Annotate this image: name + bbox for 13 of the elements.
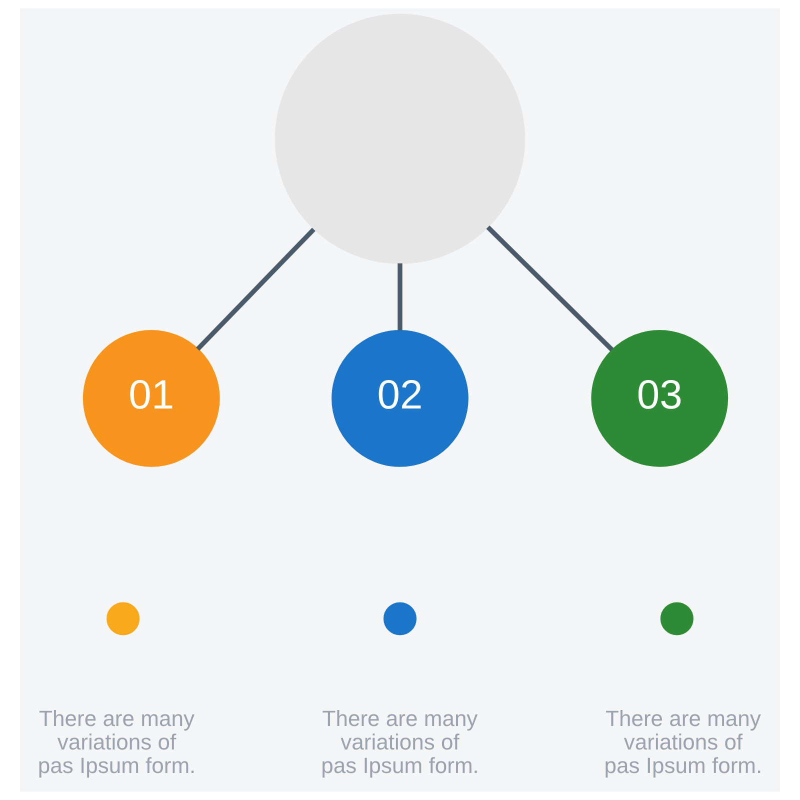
connector — [196, 228, 316, 351]
node-label: There are many variations of pas Ipsum form. — [604, 706, 762, 778]
node-circle — [383, 602, 417, 636]
node-circle — [274, 14, 526, 264]
node-circle: 03 — [591, 330, 728, 467]
connector — [398, 263, 402, 330]
node-label: There are many variations of pas Ipsum form. — [321, 706, 479, 778]
connector — [486, 226, 614, 352]
node-circle — [660, 602, 694, 636]
node-circle: 02 — [332, 330, 468, 467]
node-circle: 01 — [82, 330, 220, 467]
node-circle — [106, 602, 140, 636]
node-label: There are many variations of pas Ipsum form. — [38, 706, 196, 778]
